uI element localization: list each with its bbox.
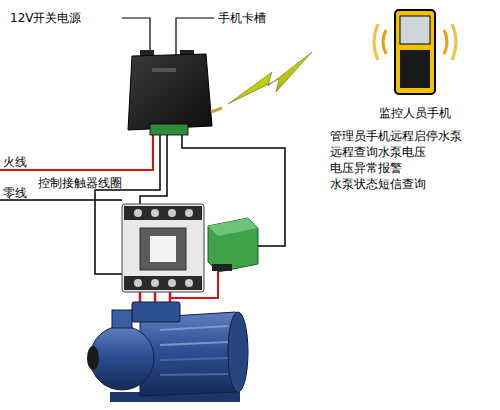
node-title: 监控人员手机	[360, 106, 470, 120]
live-wire	[0, 134, 153, 170]
cooling-fin	[160, 326, 228, 330]
sensor-body	[208, 218, 258, 272]
screw	[151, 279, 159, 287]
water-pump	[87, 302, 248, 402]
controller-slot	[152, 68, 176, 72]
screw	[185, 279, 193, 287]
voltage-sensor	[208, 218, 258, 272]
signal-wave	[374, 24, 378, 60]
signal-wave	[383, 30, 386, 54]
terminal-block	[150, 124, 188, 135]
motor-cap	[228, 312, 248, 392]
controller-box	[128, 50, 222, 135]
signal-wave	[444, 30, 447, 54]
cooling-fin	[160, 374, 228, 375]
phone-node: 监控人员手机	[360, 8, 470, 120]
contactor-terminals	[124, 276, 202, 290]
contactor-terminals	[124, 206, 202, 220]
phone-screen	[400, 16, 430, 44]
sensor-top	[208, 218, 258, 236]
wire-label: 火线	[3, 155, 27, 169]
contactor-window	[150, 236, 176, 262]
pump-volute	[90, 326, 154, 390]
screw	[134, 279, 142, 287]
cooling-fin	[160, 342, 228, 345]
feature-text: 水泵状态短信查询	[330, 177, 426, 191]
wire-label: 零线	[3, 186, 27, 200]
outlet-port	[112, 310, 132, 328]
screw	[151, 209, 159, 217]
leader-line	[122, 18, 150, 55]
phone-body	[395, 10, 435, 94]
feature-text: 管理员手机远程启停水泵	[330, 129, 462, 143]
wiring	[0, 134, 285, 312]
contactor-body	[122, 204, 204, 292]
wire-label: 控制接触器线圈	[38, 176, 122, 190]
power-label: 12V开关电源	[10, 11, 81, 25]
screw	[168, 279, 176, 287]
junction-box	[132, 302, 180, 322]
phone-icon	[374, 10, 456, 94]
feature-text: 电压异常报警	[330, 161, 402, 175]
cooling-fin	[160, 358, 228, 360]
inlet-port	[87, 346, 99, 370]
screw	[185, 209, 193, 217]
contactor-face	[140, 228, 186, 270]
screw	[134, 209, 142, 217]
screw	[168, 209, 176, 217]
phone-keypad	[400, 50, 430, 88]
leader-line	[176, 18, 214, 55]
sensor-terminal	[212, 264, 232, 271]
coil-wire	[140, 134, 167, 206]
feature-text: 远程查询水泵电压	[330, 145, 426, 159]
contactor	[122, 204, 204, 292]
sim-slot-label: 手机卡槽	[218, 11, 266, 25]
antenna	[211, 108, 222, 112]
controller-body	[128, 54, 212, 130]
signal-bolt	[228, 52, 312, 104]
pump-motor	[140, 312, 242, 396]
signal-wave	[452, 24, 456, 60]
